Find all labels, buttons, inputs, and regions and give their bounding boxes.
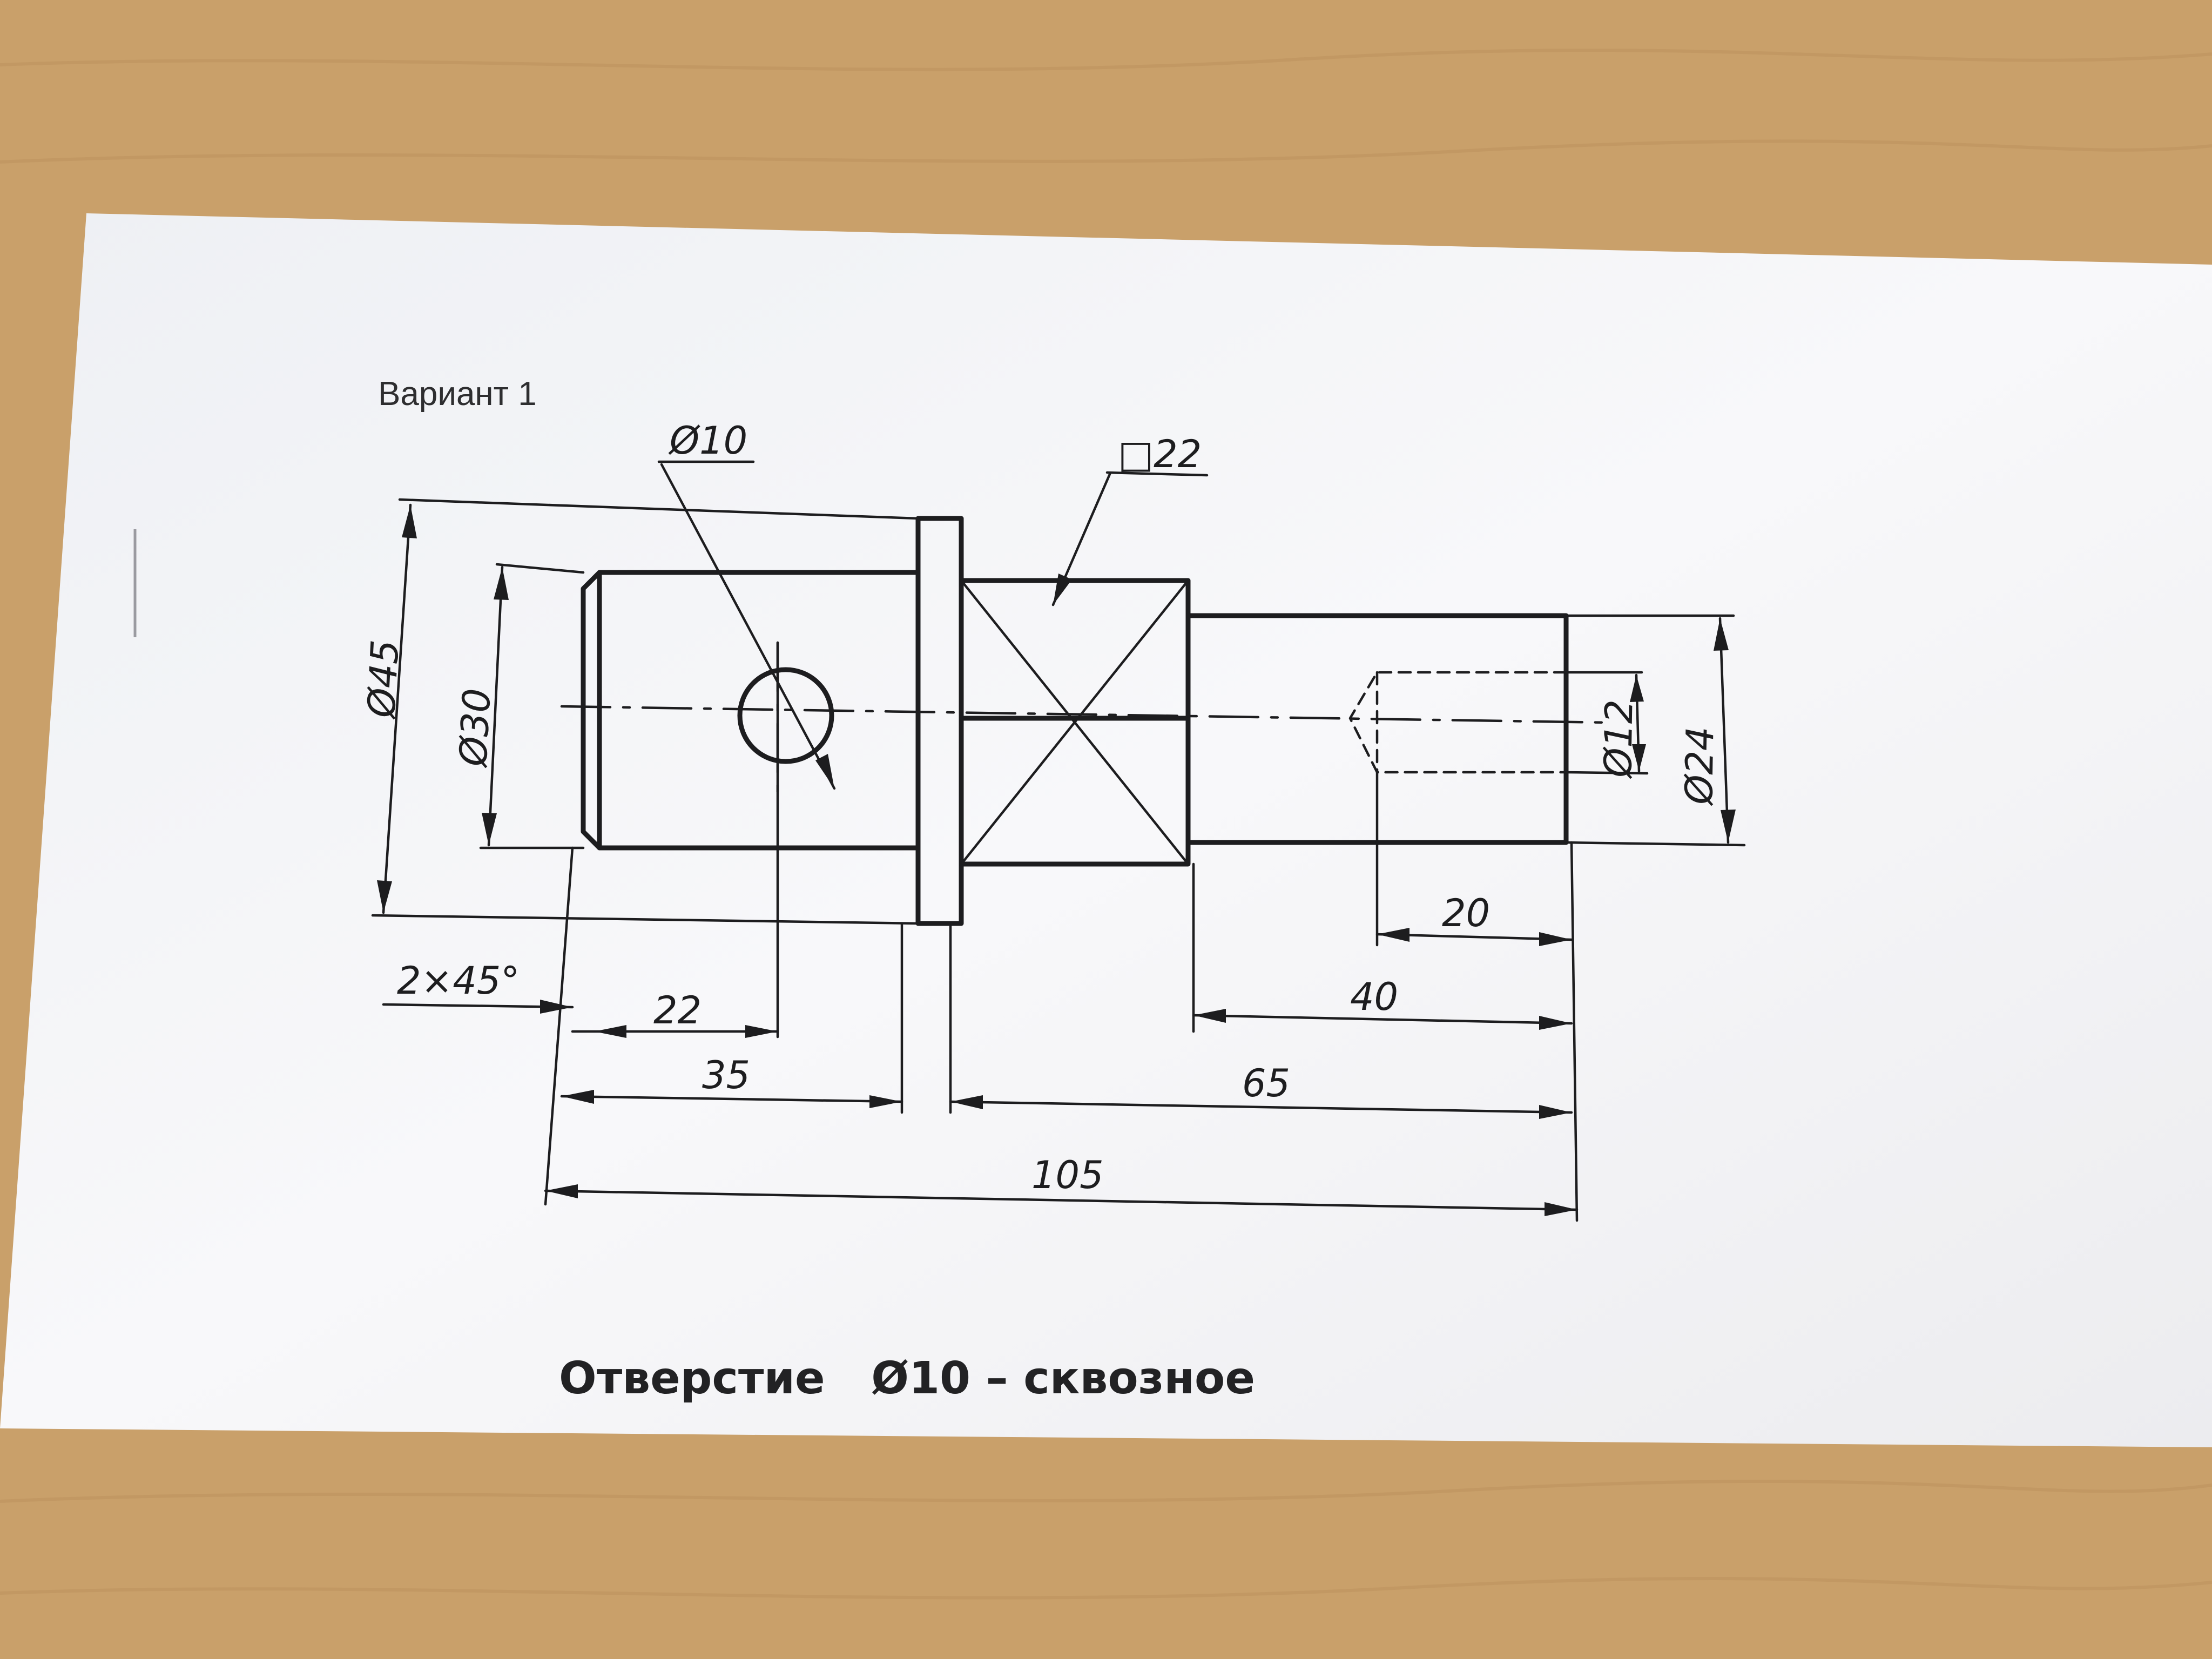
dia-45-label: Ø45 <box>359 639 408 720</box>
length-65-label: 65 <box>1242 1061 1290 1105</box>
hole-diameter-label: Ø10 <box>668 419 747 463</box>
dimension-lines <box>371 460 1746 1222</box>
length-35-label: 35 <box>702 1053 750 1097</box>
length-105-label: 105 <box>1031 1153 1104 1197</box>
wood-grain <box>0 48 2212 1600</box>
length-22-label: 22 <box>653 988 702 1033</box>
square-label: □22 <box>1118 432 1202 476</box>
dimension-labels: Ø10 □22 Ø45 Ø30 Ø12 Ø24 2×45° 22 35 20 4… <box>359 419 1723 1197</box>
dia-12-label: Ø12 <box>1596 699 1642 780</box>
dia-24-label: Ø24 <box>1677 726 1723 807</box>
dia-30-label: Ø30 <box>451 687 500 769</box>
paper-sheet <box>0 213 2212 1447</box>
length-20-label: 20 <box>1442 891 1490 935</box>
variant-label: Вариант 1 <box>378 375 537 413</box>
chamfer-label: 2×45° <box>397 959 520 1003</box>
length-40-label: 40 <box>1350 975 1398 1019</box>
hole-note: Отверстие Ø10 – сквозное <box>559 1353 1255 1404</box>
